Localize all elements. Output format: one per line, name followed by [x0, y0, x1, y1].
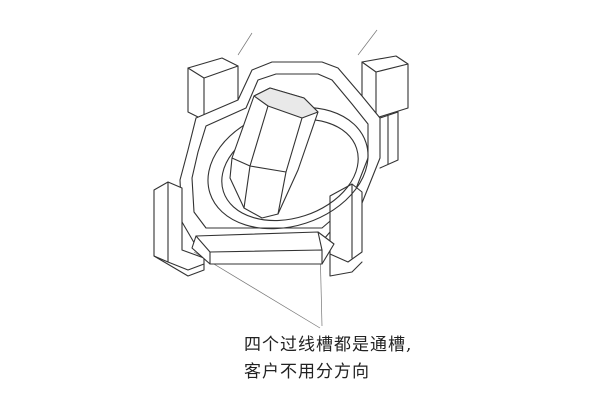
center-core: [229, 87, 319, 219]
leader-line-top-left: [237, 32, 253, 56]
leader-line-bottom-left: [193, 251, 321, 329]
front-plate: [191, 231, 335, 265]
leader-line-top-right: [357, 29, 378, 56]
annotation-line-1: 四个过线槽都是通槽,: [244, 335, 413, 355]
annotation-line-2: 客户不用分方向: [244, 362, 370, 382]
post-front-right: [329, 183, 363, 263]
